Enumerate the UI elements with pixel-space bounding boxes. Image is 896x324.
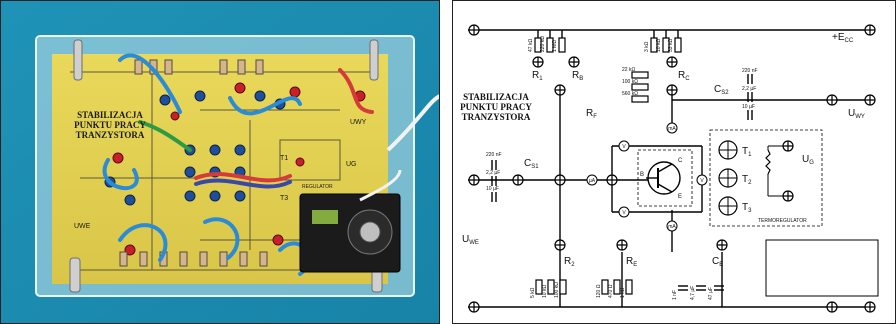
svg-text:V: V bbox=[622, 144, 626, 150]
svg-text:220 kΩ: 220 kΩ bbox=[540, 36, 546, 52]
ce-capacitors bbox=[678, 285, 724, 291]
svg-text:STABILIZACJA: STABILIZACJA bbox=[77, 110, 143, 120]
schematic: 47 kΩ 220 kΩ 1 MΩ 3 kΩ 10 kΩ 33 kΩ 22 kΩ… bbox=[452, 0, 896, 324]
svg-text:B: B bbox=[640, 172, 644, 178]
svg-text:R1: R1 bbox=[532, 70, 543, 82]
svg-text:UWY: UWY bbox=[848, 108, 865, 120]
svg-text:1 MΩ: 1 MΩ bbox=[552, 40, 558, 52]
board-photo-drawing: STABILIZACJA PUNKTU PRACY TRANZYSTORA UW… bbox=[0, 0, 440, 324]
component-labels: +ECC R1 RB RC RF CS2 UWY CS1 UWE R2 RE C… bbox=[462, 32, 865, 268]
svg-text:10 µF: 10 µF bbox=[742, 104, 755, 110]
svg-text:RF: RF bbox=[586, 108, 597, 120]
board-photo-title: STABILIZACJA PUNKTU PRACY TRANZYSTORA bbox=[74, 110, 146, 140]
svg-text:470 Ω: 470 Ω bbox=[608, 284, 614, 298]
ce-values: 1 nF 4,7 µF 47 µF bbox=[672, 286, 714, 300]
bottom-resistor-values: 5 kΩ 10 kΩ 100 kΩ 120 Ω 470 Ω 1 kΩ bbox=[530, 282, 626, 298]
svg-text:E: E bbox=[678, 194, 682, 200]
photo-t3-label: T3 bbox=[280, 195, 288, 202]
svg-text:TRANZYSTORA: TRANZYSTORA bbox=[76, 130, 145, 140]
cs1-values: 220 nF 2,2 µF 10 µF bbox=[486, 152, 502, 192]
transistor-symbol bbox=[637, 149, 693, 207]
cs1-capacitors bbox=[491, 160, 497, 202]
svg-text:UWE: UWE bbox=[462, 234, 479, 246]
photo-uwy-label: UWY bbox=[350, 119, 367, 126]
svg-text:V: V bbox=[700, 178, 704, 184]
svg-text:STABILIZACJA: STABILIZACJA bbox=[463, 92, 529, 102]
svg-text:22 kΩ: 22 kΩ bbox=[622, 67, 635, 73]
schematic-frame bbox=[452, 0, 896, 324]
empty-panel-box bbox=[765, 239, 879, 297]
schematic-title: STABILIZACJA PUNKTU PRACY TRANZYSTORA bbox=[460, 92, 532, 122]
svg-text:10 µF: 10 µF bbox=[486, 186, 499, 192]
svg-text:RB: RB bbox=[572, 70, 583, 82]
svg-text:T3: T3 bbox=[742, 202, 752, 214]
svg-text:3 kΩ: 3 kΩ bbox=[644, 41, 650, 52]
rf-resistor-bodies bbox=[631, 71, 649, 103]
svg-text:10 kΩ: 10 kΩ bbox=[542, 285, 548, 298]
schematic-drawing: 47 kΩ 220 kΩ 1 MΩ 3 kΩ 10 kΩ 33 kΩ 22 kΩ… bbox=[460, 24, 879, 313]
transistor-pin-labels: B C E bbox=[640, 158, 683, 200]
rf-values: 22 kΩ 100 kΩ 560 kΩ bbox=[622, 67, 638, 97]
white-cable bbox=[386, 94, 440, 152]
svg-text:PUNKTU PRACY: PUNKTU PRACY bbox=[74, 120, 146, 130]
meter-labels: V V V mA mA µA bbox=[589, 126, 704, 230]
photo-uwe-label: UWE bbox=[74, 223, 91, 230]
svg-text:CE: CE bbox=[712, 256, 723, 268]
photo-frame bbox=[0, 0, 440, 324]
svg-text:mA: mA bbox=[668, 224, 676, 230]
photo-regulator-label: REGULATOR bbox=[302, 184, 333, 190]
svg-text:mA: mA bbox=[668, 126, 676, 132]
svg-text:1 nF: 1 nF bbox=[672, 290, 678, 300]
cs2-capacitors bbox=[747, 74, 753, 120]
photo-ug-label: UG bbox=[346, 161, 357, 168]
svg-text:2,2 µF: 2,2 µF bbox=[742, 86, 756, 92]
top-resistor-bodies bbox=[534, 37, 682, 53]
svg-text:R2: R2 bbox=[564, 256, 575, 268]
svg-text:4,7 µF: 4,7 µF bbox=[690, 286, 696, 300]
svg-text:2,2 µF: 2,2 µF bbox=[486, 170, 500, 176]
svg-text:1 kΩ: 1 kΩ bbox=[620, 287, 626, 298]
top-resistor-values: 47 kΩ 220 kΩ 1 MΩ 3 kΩ 10 kΩ 33 kΩ bbox=[528, 36, 674, 52]
svg-text:TERMOREGULATOR: TERMOREGULATOR bbox=[758, 218, 807, 224]
svg-text:CS2: CS2 bbox=[714, 84, 729, 96]
svg-text:V: V bbox=[622, 210, 626, 216]
svg-text:UG: UG bbox=[802, 154, 814, 166]
svg-text:RC: RC bbox=[678, 70, 690, 82]
svg-text:220 nF: 220 nF bbox=[742, 68, 758, 74]
bottom-resistor-row bbox=[119, 251, 268, 267]
svg-text:RE: RE bbox=[626, 256, 637, 268]
svg-text:T1: T1 bbox=[742, 146, 752, 158]
svg-text:33 kΩ: 33 kΩ bbox=[668, 39, 674, 52]
svg-text:100 kΩ: 100 kΩ bbox=[622, 79, 638, 85]
board-photo: STABILIZACJA PUNKTU PRACY TRANZYSTORA UW… bbox=[0, 0, 440, 324]
svg-text:47 µF: 47 µF bbox=[708, 287, 714, 300]
svg-text:10 kΩ: 10 kΩ bbox=[656, 39, 662, 52]
svg-text:560 kΩ: 560 kΩ bbox=[622, 91, 638, 97]
svg-text:µA: µA bbox=[589, 178, 596, 184]
svg-text:100 kΩ: 100 kΩ bbox=[554, 282, 560, 298]
svg-text:TRANZYSTORA: TRANZYSTORA bbox=[462, 112, 531, 122]
thermo-regulator-box bbox=[299, 193, 401, 273]
bottom-resistor-bodies bbox=[535, 279, 633, 295]
jumper-cables bbox=[102, 53, 374, 276]
svg-text:47 kΩ: 47 kΩ bbox=[528, 39, 534, 52]
photo-t1-label: T1 bbox=[280, 155, 288, 162]
svg-text:T2: T2 bbox=[742, 174, 752, 186]
meters bbox=[586, 122, 708, 232]
svg-text:220 nF: 220 nF bbox=[486, 152, 502, 158]
svg-text:CS1: CS1 bbox=[524, 158, 539, 170]
terminal-sockets bbox=[468, 24, 876, 313]
svg-text:PUNKTU PRACY: PUNKTU PRACY bbox=[460, 102, 532, 112]
svg-text:5 kΩ: 5 kΩ bbox=[530, 287, 536, 298]
svg-text:+ECC: +ECC bbox=[832, 32, 854, 44]
svg-text:120 Ω: 120 Ω bbox=[596, 284, 602, 298]
cs2-values: 220 nF 2,2 µF 10 µF bbox=[742, 68, 758, 110]
svg-text:C: C bbox=[678, 158, 683, 164]
thermoregulator-area bbox=[709, 129, 823, 227]
